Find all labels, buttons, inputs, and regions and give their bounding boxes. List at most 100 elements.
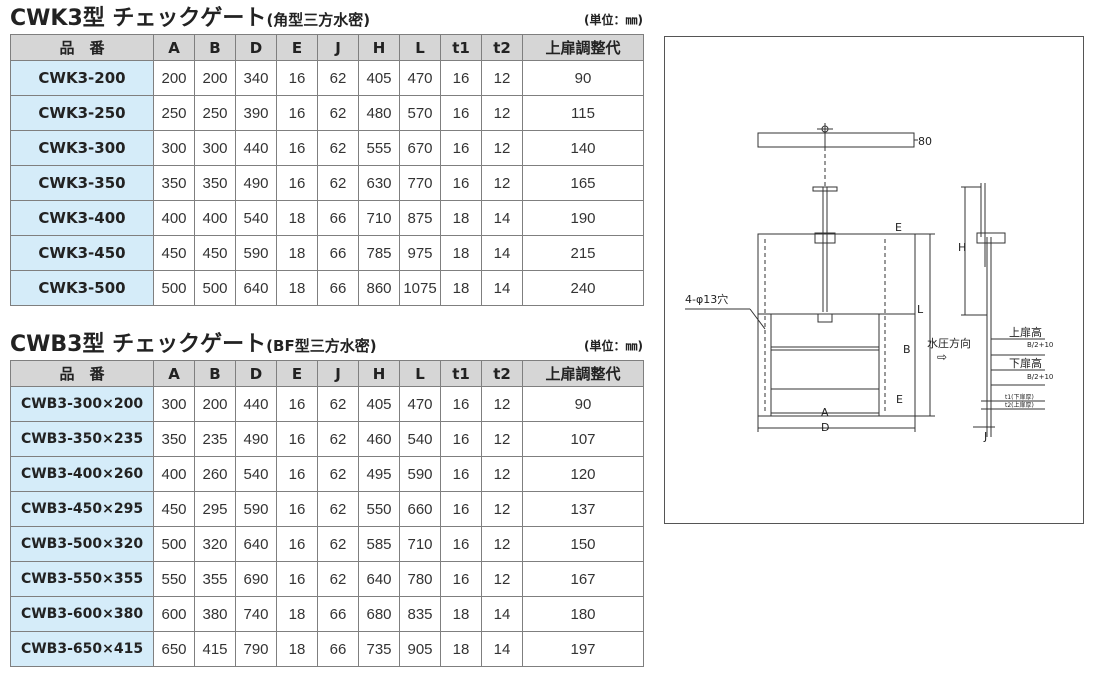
- table-cell: 16: [276, 60, 318, 96]
- table-cell: 18: [276, 270, 318, 306]
- table-cell: 450: [194, 235, 236, 271]
- label-A: A: [821, 406, 829, 419]
- table-cell: 470: [399, 386, 441, 422]
- table-cell: 180: [522, 596, 644, 632]
- table-cell: 770: [399, 165, 441, 201]
- stem-handle: [812, 186, 838, 192]
- part-number-cell: CWB3-300×200: [10, 386, 154, 422]
- table-cell: 640: [358, 561, 400, 597]
- label-E-bottom: E: [896, 393, 903, 406]
- table-cell: 200: [194, 60, 236, 96]
- label-water-direction: 水圧方向: [927, 336, 971, 350]
- table-cell: 66: [317, 235, 359, 271]
- table-cell: 16: [440, 60, 482, 96]
- handle-bar-shape: [757, 132, 915, 148]
- table-cell: 690: [235, 561, 277, 597]
- table-cell: 12: [481, 130, 523, 166]
- table-cell: 590: [235, 235, 277, 271]
- table-cell: 835: [399, 596, 441, 632]
- side-wheel: [976, 232, 1006, 244]
- table-cell: 16: [276, 561, 318, 597]
- table-cell: 14: [481, 596, 523, 632]
- column-header: L: [399, 360, 441, 387]
- table-cell: 12: [481, 456, 523, 492]
- table-cell: 630: [358, 165, 400, 201]
- label-holes: 4-φ13穴: [685, 292, 728, 306]
- table-cell: 500: [153, 270, 195, 306]
- table-cell: 540: [235, 200, 277, 236]
- table-cell: 340: [235, 60, 277, 96]
- column-header: J: [317, 34, 359, 61]
- table-cell: 18: [276, 235, 318, 271]
- label-E-top: E: [895, 221, 902, 234]
- table-cell: 320: [194, 526, 236, 562]
- table-cell: 350: [153, 421, 195, 457]
- table-cell: 190: [522, 200, 644, 236]
- table-cell: 405: [358, 60, 400, 96]
- table-cell: 16: [440, 386, 482, 422]
- column-header: D: [235, 360, 277, 387]
- table-cell: 12: [481, 526, 523, 562]
- table-cell: 14: [481, 270, 523, 306]
- table-cell: 300: [153, 130, 195, 166]
- table-cell: 640: [235, 526, 277, 562]
- column-header: E: [276, 360, 318, 387]
- table-cell: 16: [440, 456, 482, 492]
- table-cell: 14: [481, 631, 523, 667]
- table-cell: 650: [153, 631, 195, 667]
- table-cell: 115: [522, 95, 644, 131]
- table-cell: 790: [235, 631, 277, 667]
- table-cell: 540: [399, 421, 441, 457]
- part-number-cell: CWB3-600×380: [10, 596, 154, 632]
- table-cell: 400: [153, 456, 195, 492]
- table-cell: 250: [194, 95, 236, 131]
- table-cell: 585: [358, 526, 400, 562]
- label-D: D: [821, 421, 829, 434]
- column-header: t2: [481, 360, 523, 387]
- label-J: J: [983, 430, 987, 443]
- table-cell: 66: [317, 631, 359, 667]
- part-number-cell: CWB3-400×260: [10, 456, 154, 492]
- table-cell: 200: [153, 60, 195, 96]
- table-cell: 12: [481, 386, 523, 422]
- table-cell: 66: [317, 200, 359, 236]
- label-lower-height: 下扉高: [1009, 356, 1042, 370]
- table-cell: 590: [399, 456, 441, 492]
- column-header: E: [276, 34, 318, 61]
- table-cell: 400: [153, 200, 195, 236]
- table-cell: 18: [276, 631, 318, 667]
- table-cell: 90: [522, 60, 644, 96]
- table-cell: 18: [440, 631, 482, 667]
- table-cell: 405: [358, 386, 400, 422]
- table-cell: 18: [440, 270, 482, 306]
- table-cell: 670: [399, 130, 441, 166]
- table-cell: 62: [317, 60, 359, 96]
- table-cell: 62: [317, 561, 359, 597]
- table-cell: 16: [276, 386, 318, 422]
- table-cell: 14: [481, 200, 523, 236]
- table-cell: 300: [194, 130, 236, 166]
- table-cell: 555: [358, 130, 400, 166]
- table-cell: 490: [235, 421, 277, 457]
- column-header: A: [153, 360, 195, 387]
- table-cell: 570: [399, 95, 441, 131]
- table-cell: 14: [481, 235, 523, 271]
- part-number-cell: CWB3-650×415: [10, 631, 154, 667]
- table-cell: 550: [153, 561, 195, 597]
- table-cell: 400: [194, 200, 236, 236]
- cwb3-title-sub: (BF型三方水密): [266, 337, 377, 355]
- table-cell: 62: [317, 130, 359, 166]
- table-cell: 120: [522, 456, 644, 492]
- label-t2: t2(上扉厚): [1005, 401, 1034, 409]
- table-cell: 380: [194, 596, 236, 632]
- table-cell: 660: [399, 491, 441, 527]
- table-cell: 785: [358, 235, 400, 271]
